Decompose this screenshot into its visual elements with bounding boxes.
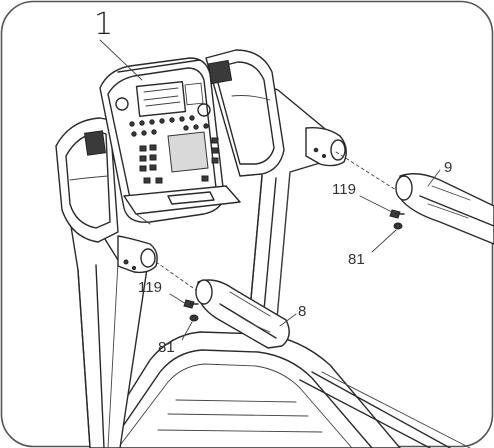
console-keypad — [139, 137, 219, 184]
callout-washer-left: 81 — [158, 339, 175, 356]
treadmill-deck — [94, 331, 471, 448]
leader-lines — [99, 39, 441, 341]
callout-console: 1 — [94, 7, 113, 42]
left-handrail — [195, 279, 290, 349]
callout-bolt-left: 119 — [138, 279, 162, 296]
callout-washer-right: 81 — [348, 251, 365, 268]
callout-right-handrail: 9 — [444, 159, 452, 176]
hardware-right — [389, 209, 405, 230]
callout-bolt-right: 119 — [332, 181, 356, 198]
hardware-left — [183, 299, 199, 322]
right-handrail — [395, 173, 494, 245]
console-assembly — [55, 49, 285, 243]
callout-left-handrail: 8 — [298, 303, 306, 320]
console-buttons — [129, 115, 209, 137]
left-upright — [61, 169, 158, 448]
